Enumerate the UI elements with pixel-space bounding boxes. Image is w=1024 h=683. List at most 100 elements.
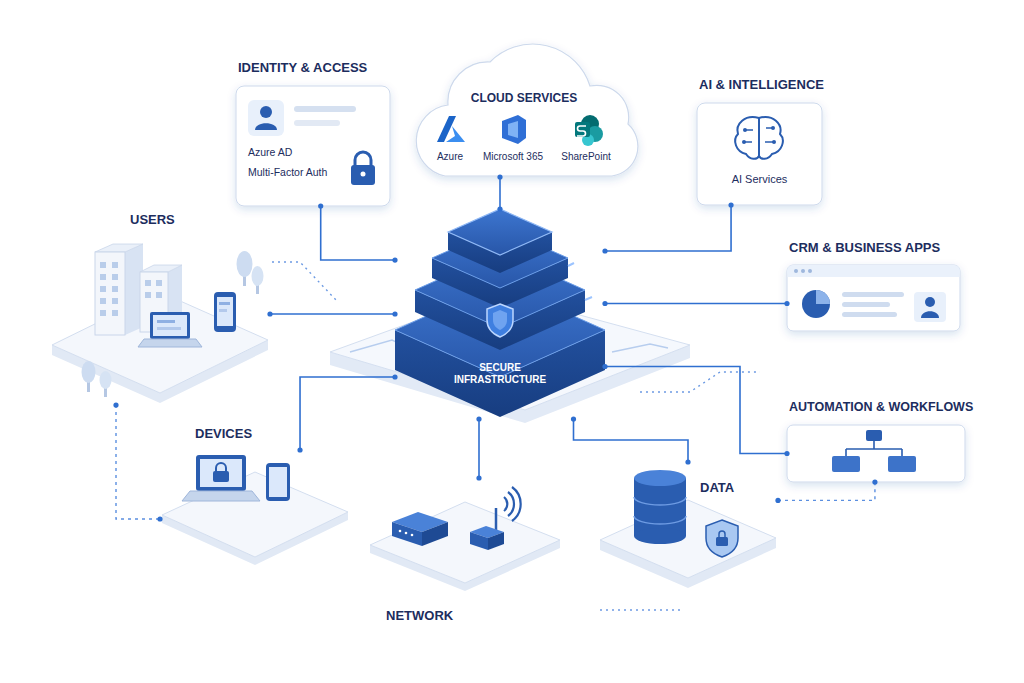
users-illustration	[153, 315, 187, 336]
apps-card: CRM & BUSINESS APPS	[787, 265, 960, 331]
connector-line	[605, 303, 787, 305]
server-stack	[487, 304, 513, 337]
users-illustration	[157, 327, 181, 330]
section-heading: CRM & BUSINESS APPS	[789, 240, 940, 256]
connector-dot	[392, 257, 397, 262]
devices-illustration	[269, 467, 287, 497]
service-label: Multi-Factor Auth	[248, 166, 327, 179]
network-illustration	[370, 487, 560, 591]
users-illustration	[112, 298, 118, 304]
service-label: SharePoint	[551, 151, 621, 164]
apps-card-art	[842, 292, 904, 297]
workflow-card-art	[888, 456, 916, 472]
users-illustration	[112, 262, 118, 268]
infrastructure-stack: SECURE INFRASTRUCTURE	[395, 209, 605, 419]
users-illustration	[156, 280, 162, 286]
users-illustration	[95, 244, 143, 252]
dashed-connector	[116, 405, 160, 519]
workflow-card-art	[832, 456, 860, 472]
users-illustration	[100, 262, 106, 268]
network-illustration	[488, 532, 504, 550]
workflow-card-art	[787, 425, 965, 482]
devices-illustration	[213, 471, 229, 482]
connector-dot	[872, 479, 877, 484]
users-illustration	[100, 298, 106, 304]
data-illustration	[600, 470, 776, 588]
users-illustration	[150, 312, 190, 339]
connector-layer	[116, 177, 875, 519]
apps-card-art	[842, 302, 890, 307]
users-illustration	[138, 339, 202, 347]
workflow-card: AUTOMATION & WORKFLOWS	[787, 425, 965, 482]
data-illustration	[634, 478, 686, 536]
dotted-trace	[272, 262, 336, 300]
users-illustration	[100, 371, 112, 389]
connector-line	[270, 313, 395, 315]
devices-illustration	[216, 463, 226, 472]
apps-card-art	[787, 265, 960, 331]
network-illustration	[399, 530, 402, 533]
ai-card-art	[697, 103, 822, 205]
users-illustration	[112, 310, 118, 316]
ai-card-art	[742, 140, 746, 144]
identity-card-art	[351, 165, 375, 185]
users-illustration	[217, 297, 233, 326]
server-stack	[395, 209, 605, 417]
users-illustration	[100, 310, 106, 316]
identity-card-art	[236, 86, 390, 206]
connector-dot	[784, 451, 789, 456]
devices-illustration	[162, 472, 348, 557]
connector-dot	[728, 202, 733, 207]
users-illustration	[100, 286, 106, 292]
connector-dot	[602, 248, 607, 253]
server-stack	[448, 209, 552, 255]
devices-platform: DEVICES	[160, 450, 350, 565]
apps-card-art	[802, 290, 830, 318]
data-platform: DATA	[598, 462, 778, 590]
cloud-shape: CLOUD SERVICESAzureMicrosoft 365SharePoi…	[409, 45, 643, 177]
network-illustration	[422, 522, 448, 546]
users-illustration	[145, 280, 151, 286]
users-illustration	[100, 274, 106, 280]
apps-card-art	[787, 265, 960, 277]
users-platform: USERS	[50, 240, 270, 405]
network-illustration	[470, 532, 488, 550]
users-illustration	[219, 302, 230, 305]
identity-card: IDENTITY & ACCESSAzure ADMulti-Factor Au…	[236, 86, 390, 206]
users-illustration	[145, 292, 151, 298]
ai-card-art	[772, 140, 776, 144]
network-platform: NETWORK	[368, 478, 563, 593]
section-heading: DEVICES	[195, 426, 252, 442]
devices-illustration	[162, 455, 348, 565]
data-illustration	[706, 520, 738, 557]
connector-dot	[297, 447, 302, 452]
identity-card-art	[236, 86, 390, 206]
connector-dot	[497, 206, 502, 211]
ai-card-art	[759, 117, 783, 159]
cloud-art	[577, 126, 586, 136]
ai-card-art	[771, 126, 775, 130]
identity-card-art	[255, 123, 277, 130]
apps-card-art	[842, 312, 897, 317]
service-label: Azure AD	[248, 146, 292, 159]
network-illustration	[392, 522, 422, 546]
identity-card-art	[355, 152, 371, 166]
users-illustration	[219, 309, 227, 312]
devices-illustration	[266, 463, 290, 501]
connector-dot	[602, 301, 607, 306]
connector-line	[478, 419, 480, 478]
data-illustration	[716, 537, 728, 546]
users-illustration	[112, 274, 118, 280]
dashed-connector	[778, 482, 875, 500]
connector-dot	[476, 475, 481, 480]
section-heading: AUTOMATION & WORKFLOWS	[789, 400, 973, 416]
connector-line	[300, 377, 395, 450]
users-illustration	[156, 292, 162, 298]
data-illustration	[719, 531, 725, 537]
network-illustration	[370, 502, 560, 583]
apps-card-art	[801, 269, 805, 273]
dotted-trace	[600, 609, 680, 610]
connector-line	[605, 205, 731, 251]
users-illustration	[52, 244, 268, 403]
devices-illustration	[196, 455, 246, 491]
